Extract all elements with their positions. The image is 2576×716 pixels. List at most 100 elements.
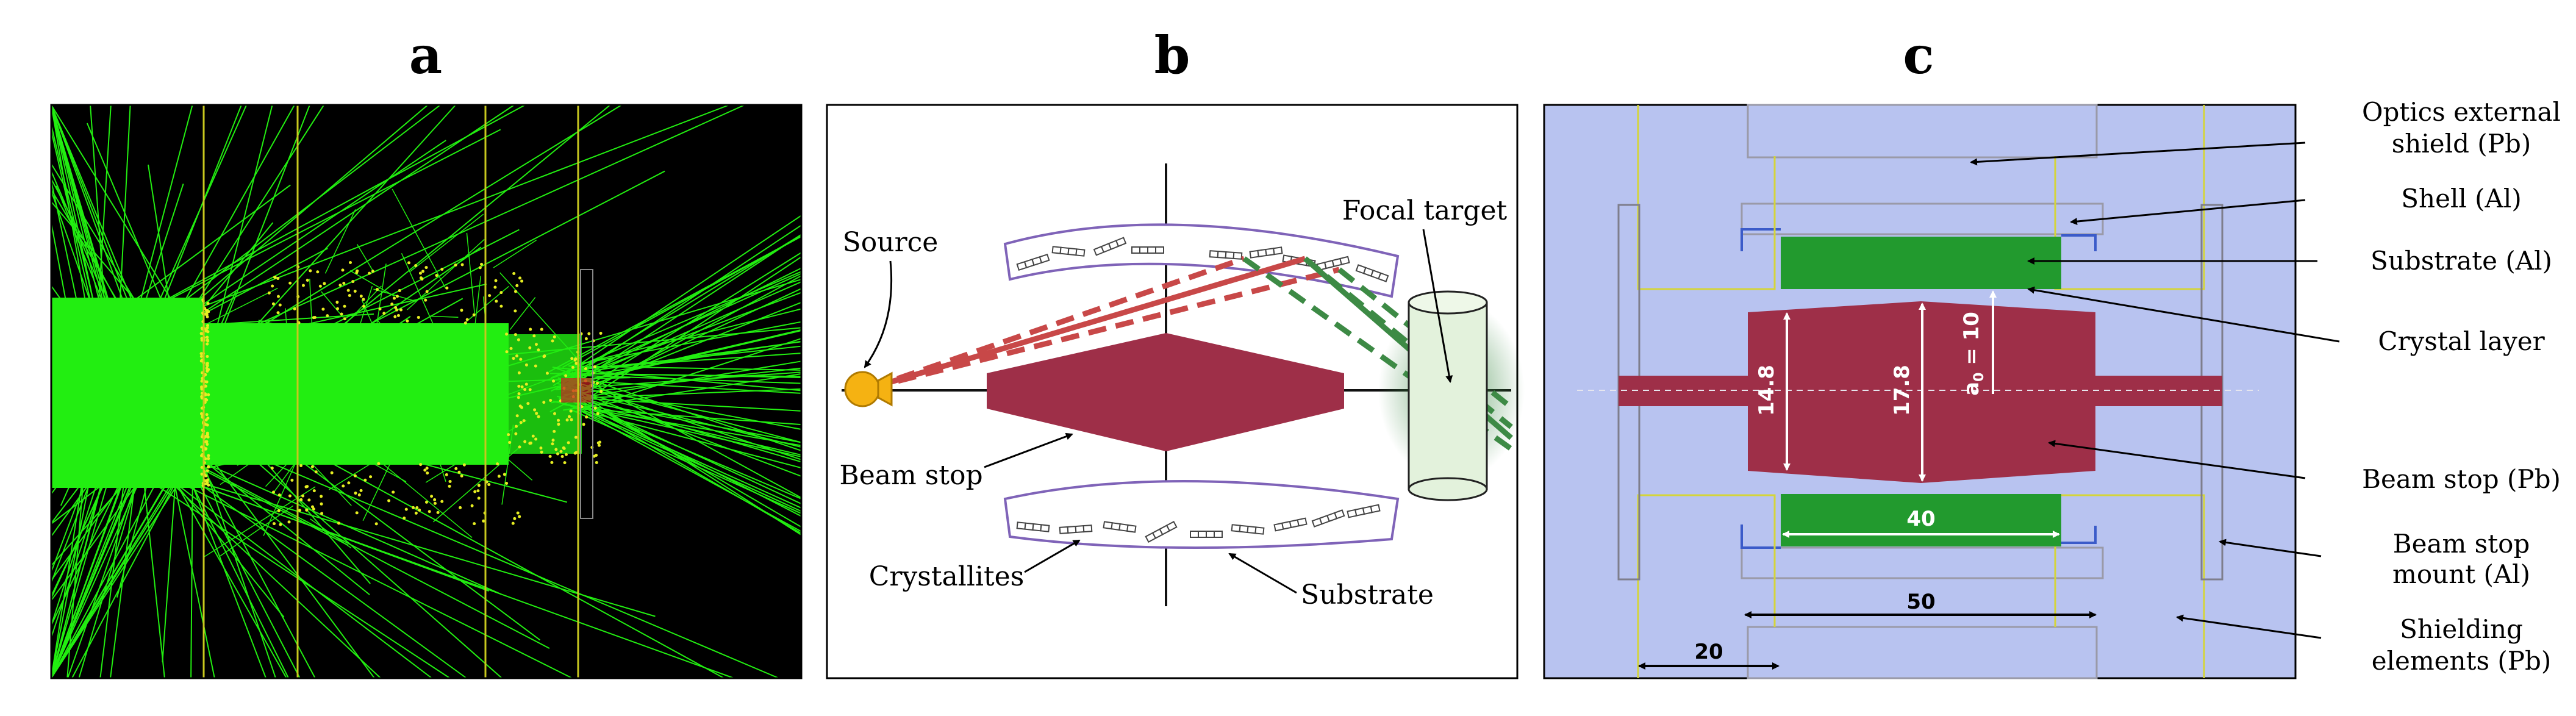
shell-edge-bottom — [1741, 524, 1781, 549]
detector-hit — [553, 335, 556, 338]
panel-b-schematic: Source Focal target Beam stop Crystallit… — [826, 104, 1525, 679]
detector-hit — [505, 332, 509, 336]
detector-hit — [392, 490, 395, 494]
detector-hit — [362, 298, 365, 301]
detector-hit — [204, 440, 207, 443]
detector-hit — [204, 447, 208, 451]
detector-hit — [524, 382, 528, 386]
detector-hit — [596, 412, 599, 415]
detector-hit — [440, 499, 444, 503]
particle-track — [565, 273, 802, 380]
detector-hit — [553, 429, 556, 433]
particle-track — [173, 104, 295, 321]
detector-hit — [473, 490, 477, 493]
substrate-leader — [1228, 553, 1297, 594]
particle-track — [219, 505, 294, 557]
detector-hit — [463, 321, 467, 325]
panel-label-c: c — [1903, 25, 1934, 85]
detector-hit — [276, 295, 280, 298]
detector-hit — [200, 337, 204, 340]
particle-track — [130, 104, 526, 320]
optics-volume — [204, 323, 509, 465]
detector-hit — [207, 454, 210, 457]
panel-c-cross-section: 14.8 17.8 a0 = 10 40 50 20 Optics extern… — [1543, 97, 2561, 679]
detector-hit — [584, 337, 588, 340]
callout-shielding-line1: Shielding — [2400, 614, 2523, 644]
detector-frame — [580, 269, 593, 519]
detector-hit — [206, 326, 209, 329]
detector-hit — [320, 502, 323, 506]
detector-hit — [519, 421, 523, 424]
particle-track — [564, 404, 802, 446]
crystallite — [1316, 256, 1350, 271]
detector-hit — [288, 494, 292, 498]
particle-track — [168, 478, 432, 679]
detector-hit — [342, 484, 345, 488]
geometry-planes — [202, 105, 579, 678]
detector-hit — [340, 312, 343, 316]
detector-hit — [509, 346, 513, 350]
detector-hit — [520, 406, 524, 409]
optics-shield-top — [1747, 104, 2098, 159]
detector-hit — [511, 521, 515, 525]
detector-hit — [273, 276, 276, 279]
detector-hit — [293, 307, 296, 310]
incident-rays — [870, 256, 1340, 391]
detector-hit — [206, 324, 210, 328]
detector-hit — [377, 462, 381, 465]
detector-hit — [278, 303, 282, 307]
detector-hit — [393, 296, 396, 300]
detector-hit — [593, 406, 597, 410]
detector-hit — [338, 284, 342, 287]
particle-track — [51, 460, 193, 679]
detector-hit — [355, 511, 359, 515]
crystallite — [1016, 253, 1050, 271]
detector-hit — [513, 290, 517, 293]
detector-hit — [559, 449, 563, 453]
crystallites-annotation: Crystallites — [869, 561, 1025, 592]
particle-track — [263, 460, 298, 536]
detector-hit — [553, 412, 556, 415]
panel-label-a: a — [409, 25, 442, 85]
detector-hit — [277, 493, 281, 497]
detector-hit — [354, 492, 357, 495]
detector-hit — [343, 304, 346, 308]
detector-hit — [306, 278, 309, 282]
detector-hit — [565, 418, 569, 422]
detector-hit — [465, 318, 469, 321]
particle-track — [321, 291, 344, 318]
detector-hit — [353, 290, 357, 293]
source-annotation: Source — [843, 227, 939, 258]
detector-hit — [585, 415, 589, 419]
detector-hit — [436, 510, 440, 514]
detector-hit — [204, 398, 207, 401]
detector-hit — [206, 302, 210, 306]
detector-hit — [477, 484, 481, 487]
detector-hit — [204, 312, 208, 315]
detector-hit — [312, 489, 316, 493]
crystallite — [1051, 246, 1086, 257]
detector-hit — [505, 350, 509, 354]
detector-hit — [421, 270, 425, 273]
detector-hit — [398, 288, 401, 292]
detector-hit — [200, 395, 204, 398]
particle-track — [573, 393, 802, 528]
detector-hit — [520, 279, 524, 283]
detector-hit — [207, 457, 210, 460]
detector-hit — [414, 511, 418, 515]
detector-hit — [271, 490, 275, 494]
detector-hit — [346, 288, 350, 292]
detector-hit — [529, 442, 532, 445]
particle-track — [553, 234, 802, 387]
detector-hit — [335, 307, 339, 310]
detector-hit — [569, 409, 573, 413]
dim-40-label: 40 — [1906, 507, 1935, 531]
detector-hit — [476, 489, 480, 493]
detector-hit — [568, 415, 571, 418]
crystallite — [1016, 521, 1050, 532]
detector-hit — [404, 507, 408, 511]
detector-hit — [359, 295, 363, 298]
particle-track — [574, 341, 802, 374]
detector-hit — [528, 346, 532, 349]
